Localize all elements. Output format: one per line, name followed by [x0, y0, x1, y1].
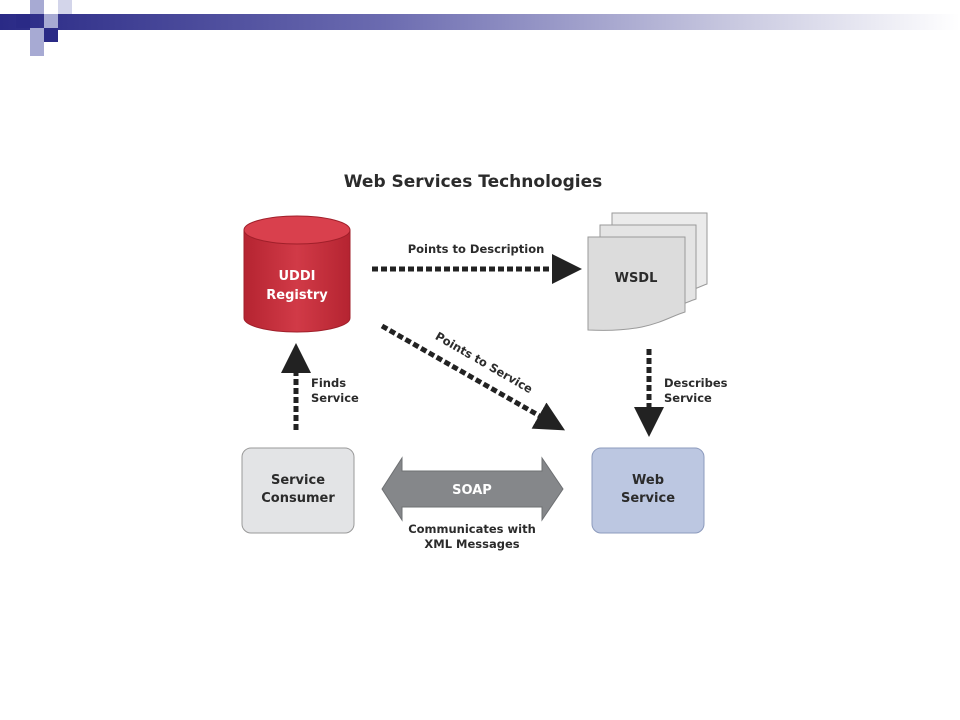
uddi-label-line1: UDDI	[279, 269, 316, 284]
web-service-box: Web Service	[591, 447, 705, 534]
label-communicates-line1: Communicates with	[408, 522, 536, 536]
label-finds-service-line2: Service	[311, 391, 359, 405]
uddi-label-line2: Registry	[266, 288, 328, 303]
header-square-light	[30, 42, 44, 56]
web-service-label-line1: Web	[632, 473, 664, 488]
diagram-title: Web Services Technologies	[344, 172, 602, 192]
arrow-points-to-service	[380, 323, 566, 431]
consumer-label-line1: Service	[271, 473, 325, 488]
header-square-light	[30, 28, 44, 42]
header-square-navy	[16, 14, 30, 28]
header-square-pale	[58, 0, 72, 14]
label-points-to-description: Points to Description	[408, 242, 545, 256]
header-square-navy	[44, 28, 58, 42]
web-service-label-line2: Service	[621, 491, 675, 506]
label-communicates-line2: XML Messages	[424, 537, 519, 551]
slide-header-bar	[0, 14, 960, 30]
service-consumer-box: Service Consumer	[241, 447, 355, 534]
label-describes-service-line2: Service	[664, 391, 712, 405]
header-square-light	[30, 0, 44, 14]
header-square-light	[44, 14, 58, 28]
soap-double-arrow: SOAP	[381, 456, 564, 522]
uddi-registry-cylinder: UDDI Registry	[243, 215, 351, 333]
wsdl-document-stack: WSDL	[587, 212, 708, 331]
soap-label: SOAP	[452, 483, 492, 498]
label-finds-service-line1: Finds	[311, 376, 346, 390]
consumer-label-line2: Consumer	[261, 491, 335, 506]
label-describes-service-line1: Describes	[664, 376, 728, 390]
wsdl-label: WSDL	[615, 271, 658, 286]
